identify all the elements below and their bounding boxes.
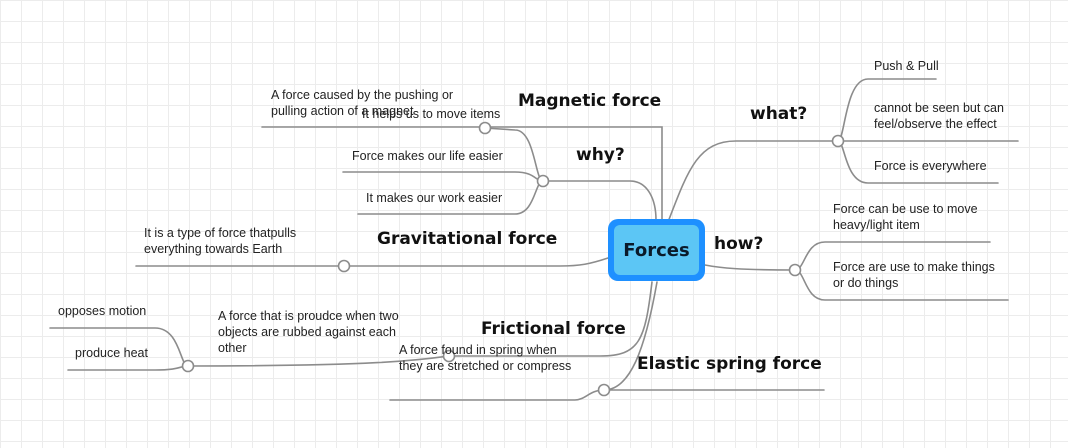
frictional-description[interactable]: A force that is proudce when two objects… <box>218 309 399 355</box>
branch-elastic[interactable]: Elastic spring force <box>637 354 822 374</box>
branch-why[interactable]: why? <box>576 145 625 165</box>
what-item-2[interactable]: cannot be seen but can feel/observe the … <box>874 101 1004 131</box>
how-item-1[interactable]: Force can be use to move heavy/light ite… <box>833 202 978 232</box>
elastic-description[interactable]: A force found in spring when they are st… <box>399 343 572 373</box>
why-item-3[interactable]: It makes our work easier <box>366 191 503 205</box>
branch-frictional[interactable]: Frictional force <box>481 319 626 339</box>
root-topic[interactable]: Forces <box>608 219 705 281</box>
what-collapse-node[interactable] <box>831 134 845 148</box>
how-collapse-node[interactable] <box>788 263 802 277</box>
elastic-collapse-node[interactable] <box>597 383 611 397</box>
branch-what[interactable]: what? <box>750 104 808 124</box>
frictional-item-2[interactable]: produce heat <box>75 346 148 360</box>
frictional-collapse-node[interactable] <box>442 349 456 363</box>
gravitational-collapse-node[interactable] <box>337 259 351 273</box>
what-item-3[interactable]: Force is everywhere <box>874 159 987 173</box>
magnetic-description[interactable]: A force caused by the pushing or pulling… <box>271 88 454 118</box>
branch-gravitational[interactable]: Gravitational force <box>377 229 558 249</box>
magnetic-collapse-node[interactable] <box>478 121 492 135</box>
what-item-1[interactable]: Push & Pull <box>874 59 939 73</box>
how-item-2[interactable]: Force are use to make things or do thing… <box>833 260 995 290</box>
gravitational-description[interactable]: It is a type of force thatpulls everythi… <box>144 226 297 256</box>
frictional-desc-collapse-node[interactable] <box>181 359 195 373</box>
frictional-item-1[interactable]: opposes motion <box>58 304 147 318</box>
branch-magnetic[interactable]: Magnetic force <box>518 91 662 111</box>
why-collapse-node[interactable] <box>536 174 550 188</box>
root-topic-label: Forces <box>614 225 699 275</box>
why-item-1[interactable]: It helps us to move items <box>362 107 501 121</box>
branch-how[interactable]: how? <box>714 234 764 254</box>
why-item-2[interactable]: Force makes our life easier <box>352 149 503 163</box>
